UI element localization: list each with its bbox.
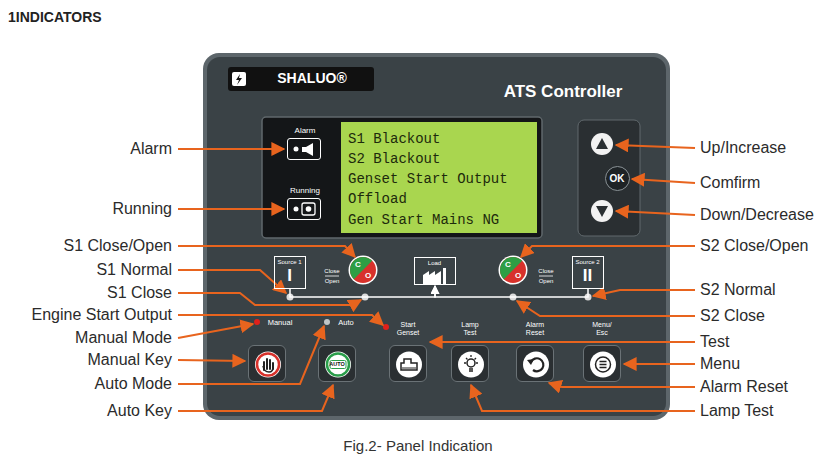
auto-key: AutoAUTO bbox=[318, 345, 356, 382]
menu-key: Menu/ Esc bbox=[583, 345, 621, 382]
bus-connector bbox=[435, 286, 588, 297]
node-text: Lamp Test bbox=[457, 321, 483, 336]
load-box: Load bbox=[414, 257, 456, 285]
node-text: Source 2 bbox=[575, 259, 599, 266]
panel-marking: C bbox=[355, 261, 361, 270]
node-text: I bbox=[287, 267, 292, 286]
s2-co-button bbox=[499, 256, 528, 285]
nav-pad bbox=[578, 120, 640, 236]
manual-icon bbox=[249, 346, 287, 383]
callout-label: S1 Close/Open bbox=[63, 237, 172, 255]
node-text: Manual bbox=[268, 319, 293, 327]
callout-label: Manual Mode bbox=[75, 329, 172, 347]
callout-label: S2 Normal bbox=[700, 281, 776, 299]
alarm-indicator: Alarm bbox=[287, 138, 321, 160]
down-button bbox=[591, 200, 613, 222]
menu-icon bbox=[584, 346, 622, 383]
auto-led bbox=[324, 319, 330, 325]
node-text: ATS Controller bbox=[504, 83, 623, 102]
manual-key: Manual bbox=[248, 345, 286, 382]
node-text: SHALUO® bbox=[277, 71, 346, 86]
callout-label: S1 Normal bbox=[96, 261, 172, 279]
down-arrow bbox=[596, 206, 608, 217]
callout-label: Down/Decrease bbox=[700, 206, 814, 224]
callout-label: S1 Close bbox=[107, 284, 172, 302]
s1-co-button bbox=[349, 256, 378, 285]
callout-label: Menu bbox=[700, 355, 740, 373]
node-text: Genset Start Output bbox=[348, 172, 508, 187]
node-text: Gen Start Mains NG bbox=[348, 213, 499, 228]
controller-panel: ATS Controller SHALUO® AlarmRunning S1 Blac… bbox=[205, 55, 668, 418]
callout-label: Up/Increase bbox=[700, 139, 786, 157]
panel-marking: Close bbox=[324, 268, 339, 275]
callout-label: Alarm Reset bbox=[700, 378, 788, 396]
node-text: Alarm Reset bbox=[521, 321, 549, 336]
panel-marking: O bbox=[515, 272, 521, 281]
brand-badge: SHALUO® bbox=[228, 67, 374, 91]
alarm-reset-key: Alarm Reset bbox=[516, 345, 554, 382]
node-text: S2 Blackout bbox=[348, 152, 440, 167]
callout-label: Lamp Test bbox=[700, 402, 774, 420]
node-text: Offload bbox=[348, 192, 407, 207]
callout-label: Auto Mode bbox=[95, 375, 172, 393]
node-text: S1 Blackout bbox=[348, 132, 440, 147]
start-key: Start Genset bbox=[389, 345, 427, 382]
running-indicator: Running bbox=[287, 198, 321, 220]
up-button bbox=[591, 133, 613, 155]
callout-label: Comfirm bbox=[700, 174, 760, 192]
node-text: Source 1 bbox=[277, 259, 301, 266]
node-text: Running bbox=[290, 187, 320, 196]
fraction-bar bbox=[325, 276, 339, 277]
callout-label: Manual Key bbox=[88, 351, 173, 369]
callout-label: Engine Start Output bbox=[31, 306, 172, 324]
callout-label: Test bbox=[700, 333, 729, 351]
lamp-icon bbox=[452, 346, 490, 383]
panel-face bbox=[207, 57, 666, 416]
manual-led bbox=[254, 319, 260, 325]
callout-label: Running bbox=[112, 200, 172, 218]
callout-label: Alarm bbox=[130, 140, 172, 158]
node-text: Alarm bbox=[295, 127, 316, 136]
fraction-bar bbox=[539, 276, 553, 277]
alarm-icon bbox=[288, 139, 322, 161]
panel-marking: Open bbox=[539, 278, 554, 285]
node-text: OK bbox=[610, 173, 625, 184]
bus-connector bbox=[290, 286, 435, 297]
panel-marking: C bbox=[505, 261, 511, 270]
panel-rim bbox=[203, 53, 670, 420]
panel-marking: Open bbox=[325, 278, 340, 285]
node-text: Auto bbox=[338, 319, 353, 327]
start-led bbox=[383, 324, 389, 330]
source-box: Source 1I bbox=[274, 256, 306, 289]
figure-caption: Fig.2- Panel Indication bbox=[343, 438, 492, 455]
panel-marking: Close bbox=[538, 268, 553, 275]
lcd-screen: S1 Blackout S2 BlackoutGenset Start Outpu… bbox=[341, 122, 537, 233]
display-bezel bbox=[262, 117, 542, 238]
node-text: Load bbox=[428, 260, 441, 267]
callout-label: S2 Close/Open bbox=[700, 237, 809, 255]
reset-icon bbox=[517, 346, 555, 383]
running-icon bbox=[288, 199, 322, 221]
section-title: 1INDICATORS bbox=[8, 10, 102, 25]
leader-lines bbox=[178, 145, 695, 411]
source-box: Source 2II bbox=[572, 256, 604, 289]
up-arrow bbox=[596, 138, 608, 149]
ok-button: OK bbox=[605, 166, 630, 191]
node-text: Menu/ Esc bbox=[588, 321, 616, 336]
callout-label: Auto Key bbox=[107, 402, 172, 420]
node-text: Start Genset bbox=[393, 321, 423, 336]
node-text: II bbox=[583, 267, 592, 286]
callout-label: S2 Close bbox=[700, 307, 765, 325]
lamp-test-key: Lamp Test bbox=[451, 345, 489, 382]
node-text: AUTO bbox=[329, 361, 344, 367]
start-icon bbox=[390, 346, 428, 383]
panel-marking: O bbox=[365, 272, 371, 281]
